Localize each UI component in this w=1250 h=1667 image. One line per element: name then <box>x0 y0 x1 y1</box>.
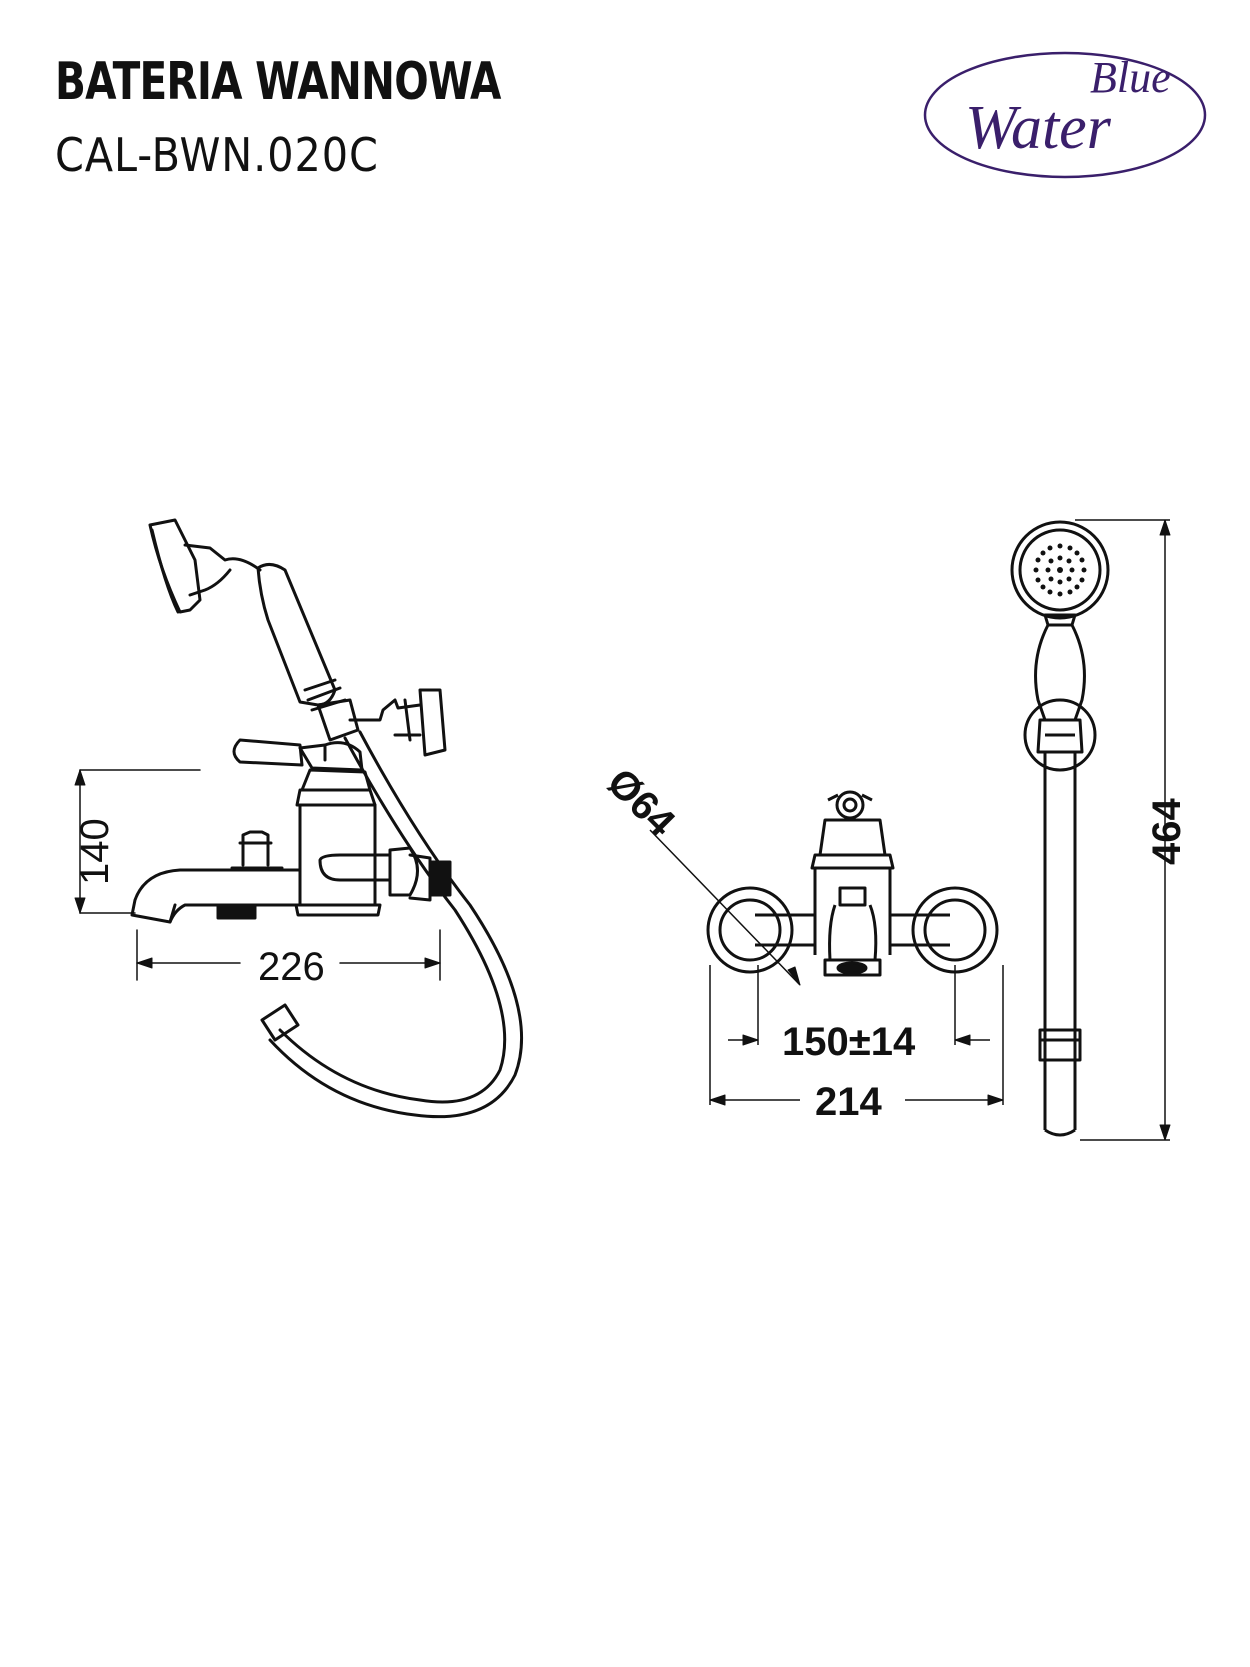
logo-text-blue: Blue <box>1090 53 1171 102</box>
dimension-214: 214 <box>815 1080 882 1124</box>
dimension-140: 140 <box>73 818 117 885</box>
dimension-150-14: 150±14 <box>782 1020 916 1064</box>
product-code: CAL-BWN.020C <box>55 128 379 182</box>
page-title: BATERIA WANNOWA <box>55 52 501 112</box>
dimension-226: 226 <box>258 945 325 989</box>
shower-nozzles <box>1033 543 1087 597</box>
shower-front-view <box>1010 519 1171 1141</box>
dimension-diameter-64: Ø64 <box>599 760 684 845</box>
dimension-464: 464 <box>1145 798 1189 865</box>
front-view <box>649 790 1004 1106</box>
brand-logo: Blue Water <box>923 51 1207 179</box>
side-view <box>74 518 524 1119</box>
logo-text-water: Water <box>965 94 1112 162</box>
